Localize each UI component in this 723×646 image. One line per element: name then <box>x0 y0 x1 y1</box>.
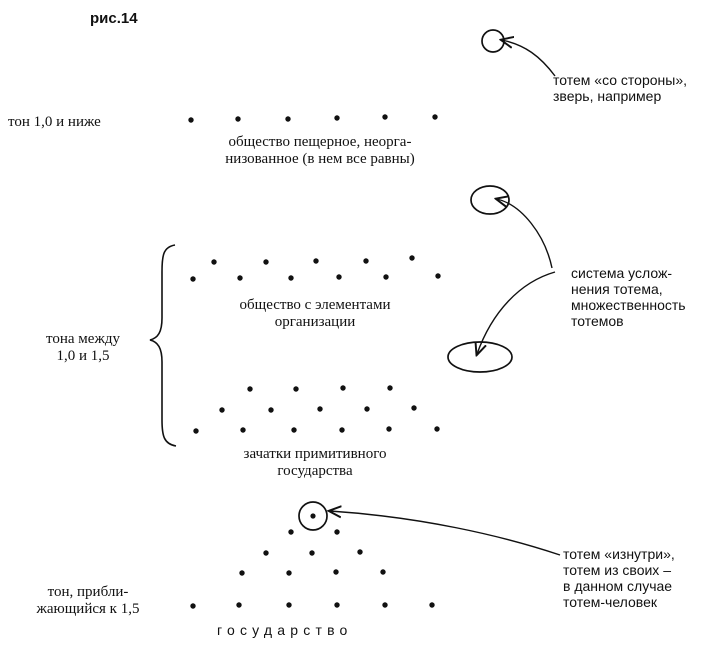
dot <box>193 428 199 434</box>
dot <box>333 569 339 575</box>
note-inside-line2: тотем из своих – <box>563 562 671 578</box>
label-org-line1: общество с элементами <box>239 297 391 313</box>
note-totem-inside: тотем «изнутри», тотем из своих – в данн… <box>563 546 675 610</box>
dot <box>268 407 274 413</box>
dot <box>383 274 389 280</box>
dot <box>432 114 438 120</box>
arrow-complex-top <box>497 199 553 269</box>
dot <box>317 406 323 412</box>
note-inside-line3: в данном случае <box>563 578 673 594</box>
dots-cave-society <box>188 114 438 123</box>
dot <box>339 427 345 433</box>
dot <box>334 115 340 121</box>
dot <box>382 114 388 120</box>
dot <box>188 117 194 123</box>
dot <box>219 407 225 413</box>
figure-label: рис.14 <box>90 10 138 27</box>
dot <box>286 570 292 576</box>
totem-outside-circle <box>481 29 505 53</box>
arrow-complex-bottom <box>477 271 556 354</box>
note-inside-line4: тотем-человек <box>563 594 657 610</box>
note-outside-line2: зверь, например <box>553 88 662 104</box>
dot <box>411 405 417 411</box>
dot <box>286 602 292 608</box>
dot <box>363 258 369 264</box>
label-tone-between-line1: тона между <box>46 331 120 347</box>
note-totem-outside: тотем «со стороны», зверь, например <box>553 72 687 104</box>
dot <box>382 602 388 608</box>
label-tone-between: тона между 1,0 и 1,5 <box>30 331 136 365</box>
dot <box>293 386 299 392</box>
note-complex-line3: множественность <box>571 297 686 313</box>
dot <box>236 602 242 608</box>
dot <box>336 274 342 280</box>
note-complex-line2: нения тотема, <box>571 281 663 297</box>
dot <box>357 549 363 555</box>
note-complex-line4: тотемов <box>571 313 624 329</box>
dot <box>309 550 315 556</box>
label-state: государство <box>217 622 353 638</box>
curly-brace <box>149 244 177 447</box>
dot <box>435 273 441 279</box>
note-complex-line1: система услож- <box>571 265 672 281</box>
totem-inside-dot <box>310 513 316 519</box>
note-totem-complex: система услож- нения тотема, множественн… <box>571 265 686 329</box>
dot <box>334 529 340 535</box>
dot <box>211 259 217 265</box>
dot <box>380 569 386 575</box>
dot <box>247 386 253 392</box>
label-tone-low: тон 1,0 и ниже <box>8 114 101 130</box>
note-inside-line1: тотем «изнутри», <box>563 546 675 562</box>
dot <box>190 276 196 282</box>
dot <box>429 602 435 608</box>
dot <box>364 406 370 412</box>
dot <box>334 602 340 608</box>
dot <box>313 258 319 264</box>
dot <box>288 529 294 535</box>
dot <box>190 603 196 609</box>
label-organized-society: общество с элементами организации <box>205 297 425 331</box>
dots-state-pyramid <box>190 529 435 609</box>
arrow-outside <box>502 40 556 77</box>
arrow-inside <box>330 511 561 556</box>
dot <box>340 385 346 391</box>
dot <box>386 426 392 432</box>
dot <box>263 259 269 265</box>
dot <box>237 275 243 281</box>
dot <box>240 427 246 433</box>
dot <box>285 116 291 122</box>
note-outside-line1: тотем «со стороны», <box>553 72 687 88</box>
dot <box>291 427 297 433</box>
label-tone-near-line1: тон, прибли- <box>47 584 129 600</box>
dot <box>409 255 415 261</box>
label-org-line2: организации <box>274 314 356 330</box>
dot <box>235 116 241 122</box>
label-tone-near-line2: жающийся к 1,5 <box>36 601 140 617</box>
dot <box>239 570 245 576</box>
dot <box>434 426 440 432</box>
label-cave-line2: низованное (в нем все равны) <box>225 151 415 167</box>
dot <box>288 275 294 281</box>
label-tone-near: тон, прибли- жающийся к 1,5 <box>28 584 148 618</box>
label-proto-line2: государства <box>277 463 353 479</box>
dot <box>263 550 269 556</box>
dots-organized-society <box>190 255 441 282</box>
totem-complex-ellipse-top <box>470 185 510 215</box>
dot <box>387 385 393 391</box>
label-proto-state: зачатки примитивного государства <box>215 446 415 480</box>
label-cave-society: общество пещерное, неорга- низованное (в… <box>190 134 450 168</box>
label-proto-line1: зачатки примитивного <box>243 446 387 462</box>
label-tone-between-line2: 1,0 и 1,5 <box>56 348 110 364</box>
label-cave-line1: общество пещерное, неорга- <box>228 134 412 150</box>
dots-proto-state <box>193 385 440 434</box>
